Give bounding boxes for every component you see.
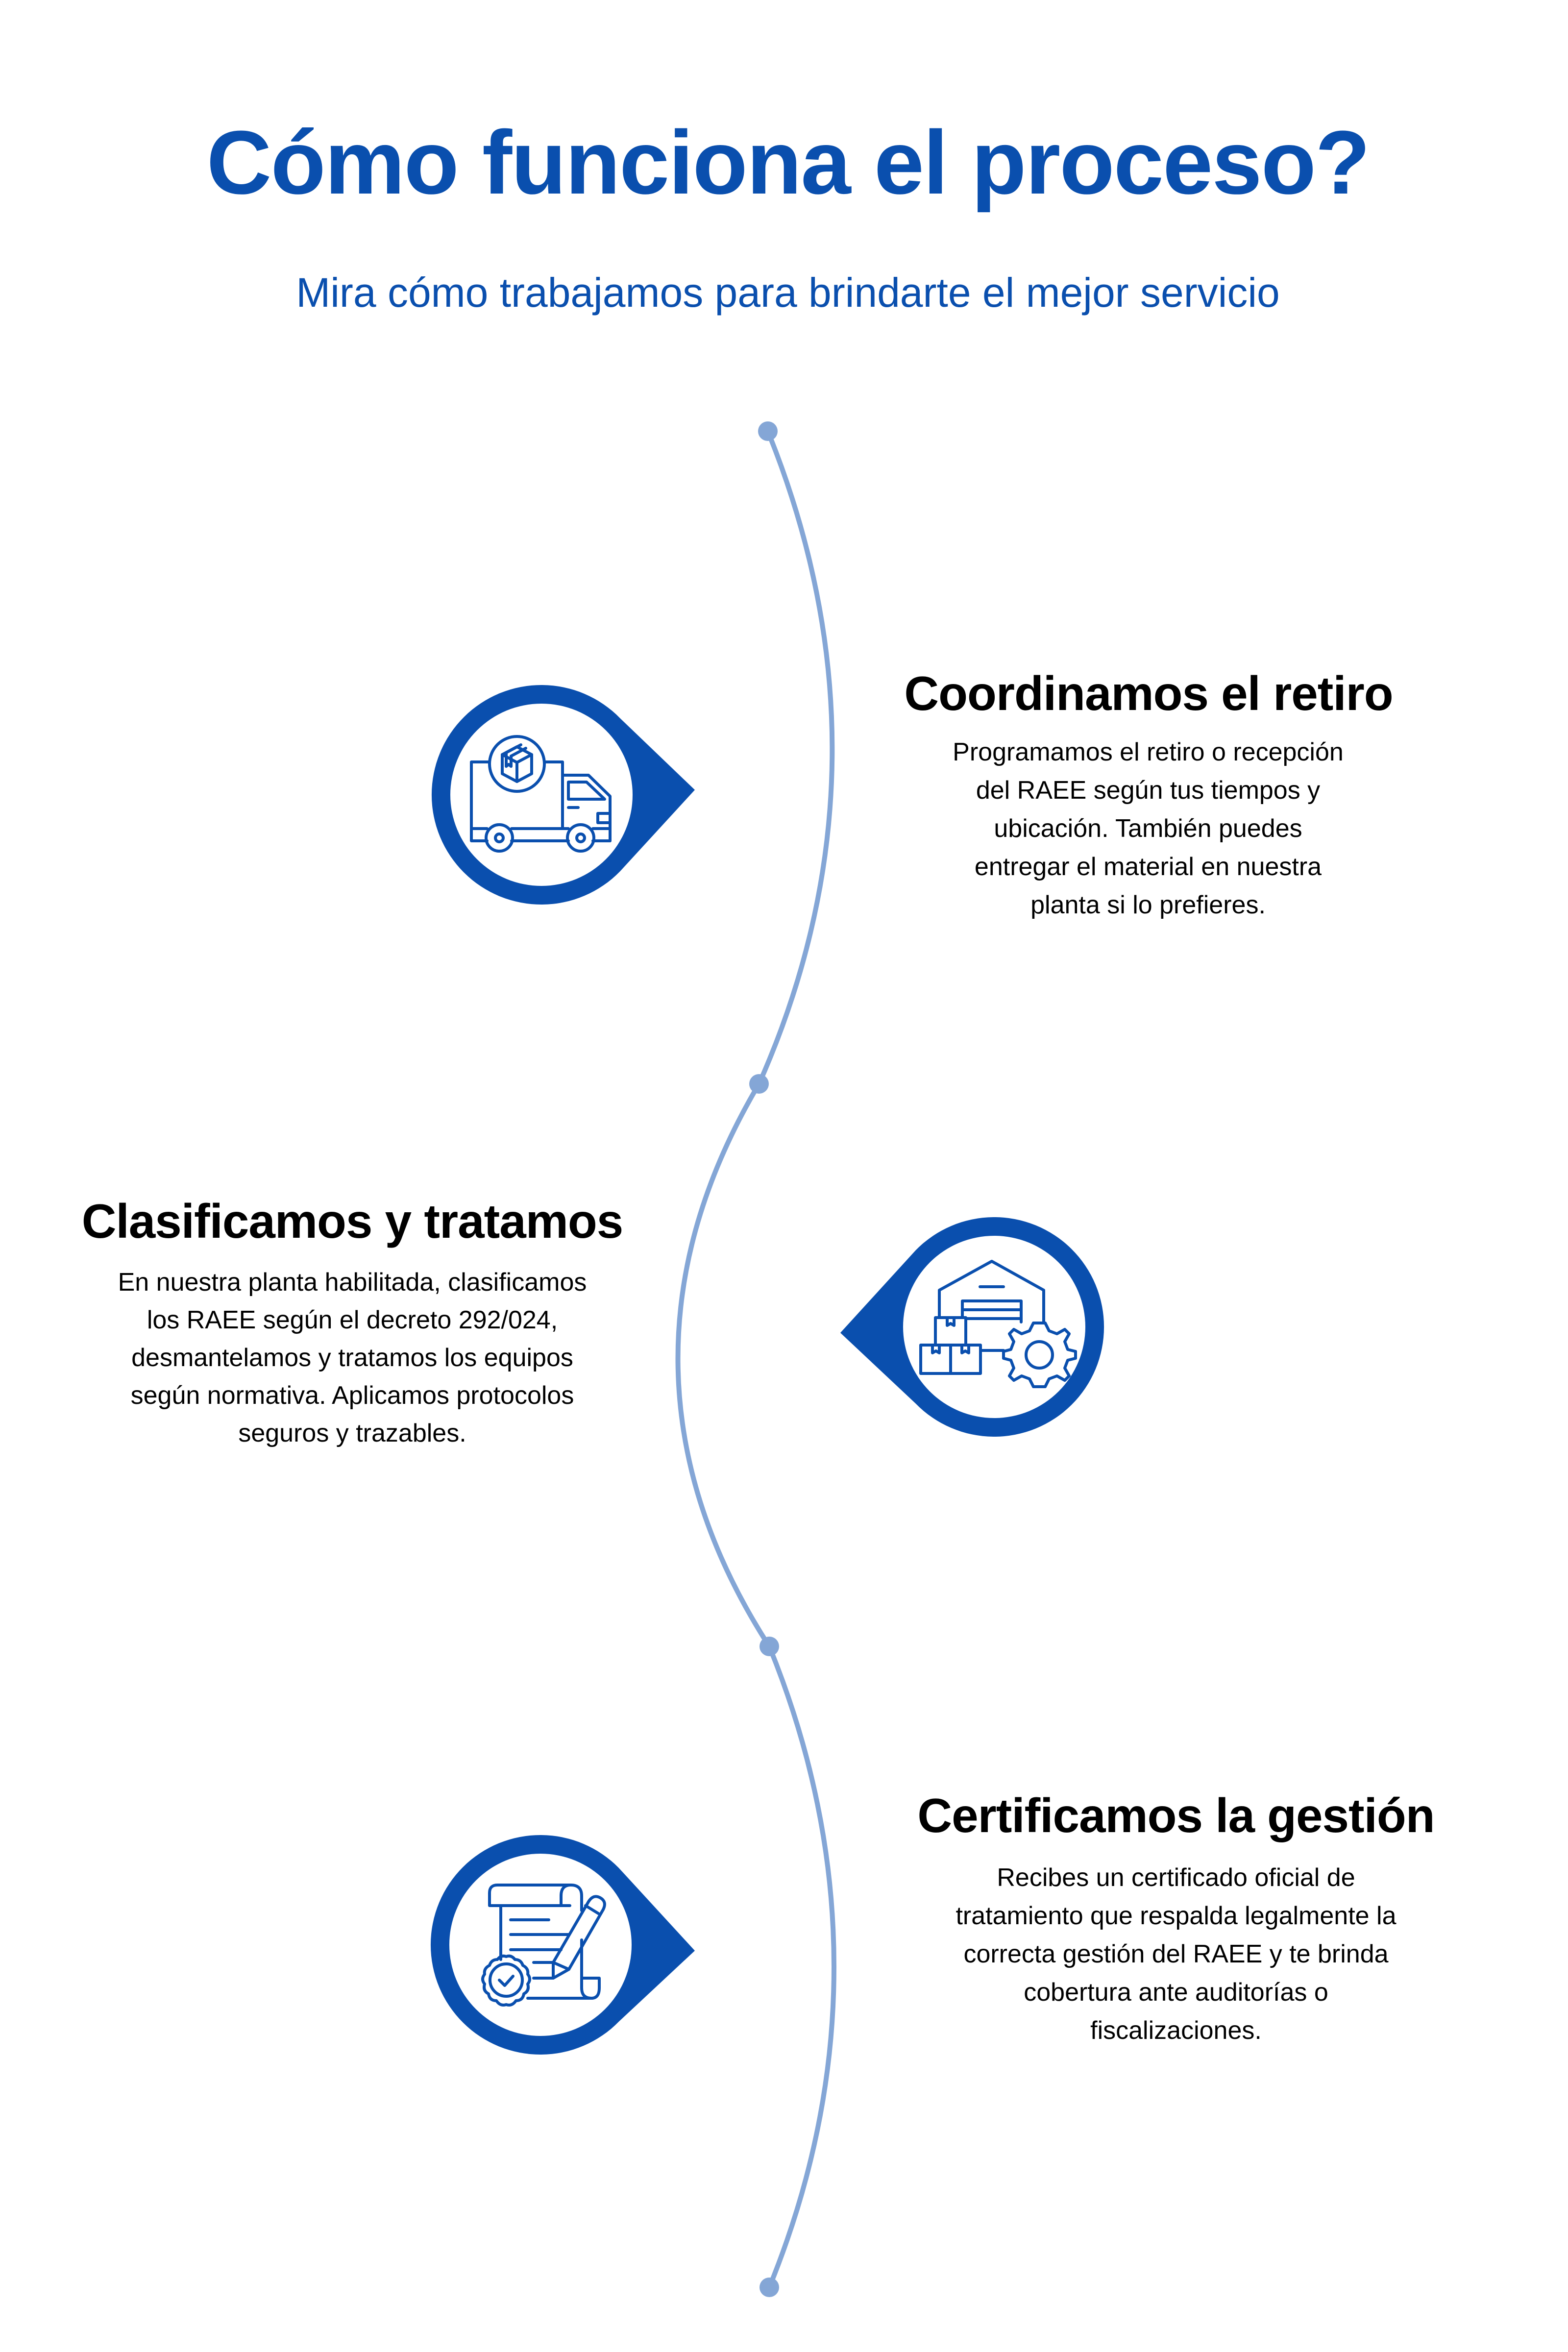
step-description-clasificamos: En nuestra planta habilitada, clasificam… [9, 1264, 695, 1452]
description-line: según normativa. Aplicamos protocolos [130, 1381, 574, 1410]
page-title: Cómo funciona el proceso? [206, 112, 1371, 213]
step2-pin [840, 1217, 1104, 1437]
description-line: cobertura ante auditorías o [1024, 1978, 1328, 2007]
page-subtitle: Mira cómo trabajamos para brindarte el m… [296, 270, 1280, 316]
timeline-dot-end [760, 2278, 779, 2297]
description-line: planta si lo prefieres. [1030, 891, 1266, 919]
certificate-icon [481, 1884, 606, 2007]
description-line: del RAEE según tus tiempos y [976, 776, 1321, 805]
description-line: En nuestra planta habilitada, clasificam… [118, 1268, 587, 1297]
pin-inner-circle [449, 1854, 632, 2036]
step-heading-certificamos: Certificamos la gestión [917, 1788, 1435, 1842]
step1-pin [431, 685, 695, 905]
timeline-dot-1 [749, 1074, 769, 1094]
step-description-certificamos: Recibes un certificado oficial de tratam… [833, 1859, 1519, 2050]
step-heading-coordinamos: Coordinamos el retiro [904, 666, 1393, 720]
pin-inner-circle [450, 704, 633, 886]
description-line: Programamos el retiro o recepción [953, 738, 1344, 766]
step-description-coordinamos: Programamos el retiro o recepción del RA… [805, 733, 1491, 924]
description-line: tratamiento que respalda legalmente la [956, 1902, 1396, 1930]
timeline-dot-2 [760, 1637, 779, 1656]
step-heading-clasificamos: Clasificamos y tratamos [81, 1194, 623, 1248]
warehouse-gear-icon [919, 1260, 1077, 1388]
description-line: Recibes un certificado oficial de [997, 1863, 1355, 1892]
timeline-curve [675, 429, 836, 2290]
description-line: los RAEE según el decreto 292/024, [147, 1306, 558, 1334]
description-line: entregar el material en nuestra [974, 853, 1322, 881]
description-line: seguros y trazables. [238, 1419, 466, 1447]
timeline [675, 421, 836, 2297]
description-line: fiscalizaciones. [1090, 2016, 1262, 2045]
description-line: desmantelamos y tratamos los equipos [131, 1344, 573, 1372]
timeline-dot-start [758, 421, 778, 441]
step3-pin [430, 1835, 695, 2055]
description-line: correcta gestión del RAEE y te brinda [963, 1940, 1389, 1968]
delivery-truck-icon [470, 735, 612, 853]
description-line: ubicación. También puedes [994, 814, 1302, 843]
